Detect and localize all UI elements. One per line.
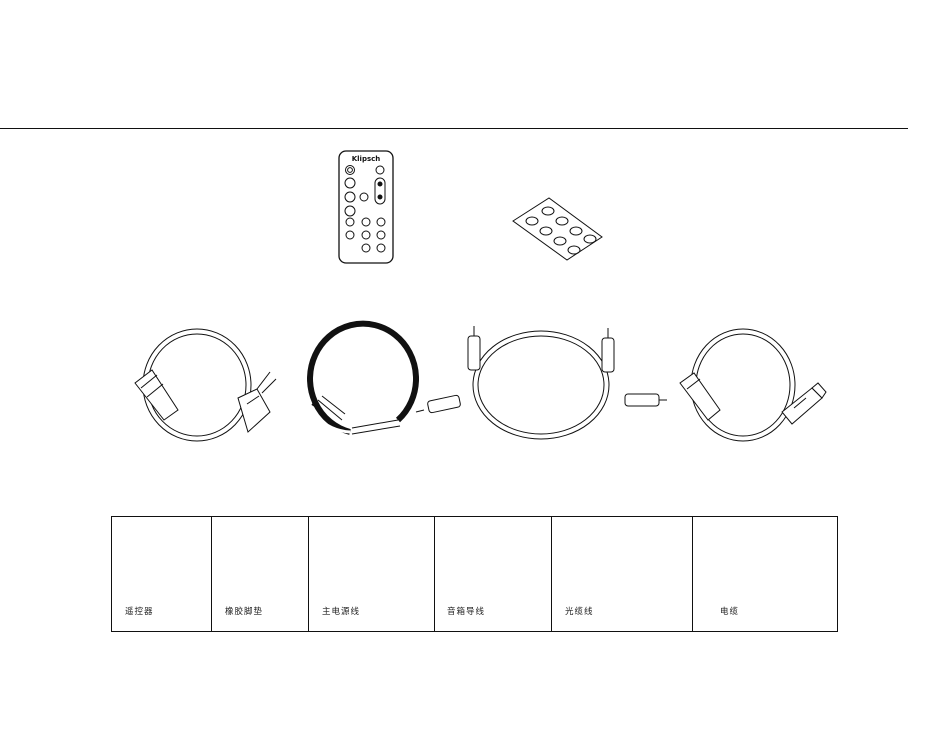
accessory-cell-speaker-wire: 音箱导线: [435, 517, 552, 631]
accessory-label: 遥控器: [125, 605, 154, 617]
accessory-label: 主电源线: [322, 605, 360, 617]
remote-brand-logo: Klipsch: [352, 155, 381, 163]
accessory-cell-remote: 遥控器: [112, 517, 212, 631]
rubber-feet-image: [513, 198, 602, 260]
accessory-label: 音箱导线: [447, 605, 485, 617]
accessory-cell-rubber-feet: 橡胶脚垫: [212, 517, 309, 631]
accessory-cell-power-cord: 主电源线: [309, 517, 435, 631]
rca-cable-image: [416, 326, 667, 439]
speaker-wire-image: [300, 324, 416, 434]
accessory-cell-optical-cable: 光缆线: [552, 517, 693, 631]
remote-control-image: Klipsch: [339, 151, 393, 263]
accessory-cell-cable: 电缆: [693, 517, 837, 631]
accessory-label: 光缆线: [565, 605, 594, 617]
power-cord-image: [135, 329, 276, 441]
accessory-label: 橡胶脚垫: [225, 605, 263, 617]
accessories-table: 遥控器 橡胶脚垫 主电源线 音箱导线 光缆线 电缆: [111, 516, 838, 632]
accessory-label: 电缆: [720, 605, 739, 617]
usb-cable-image: [680, 329, 826, 441]
